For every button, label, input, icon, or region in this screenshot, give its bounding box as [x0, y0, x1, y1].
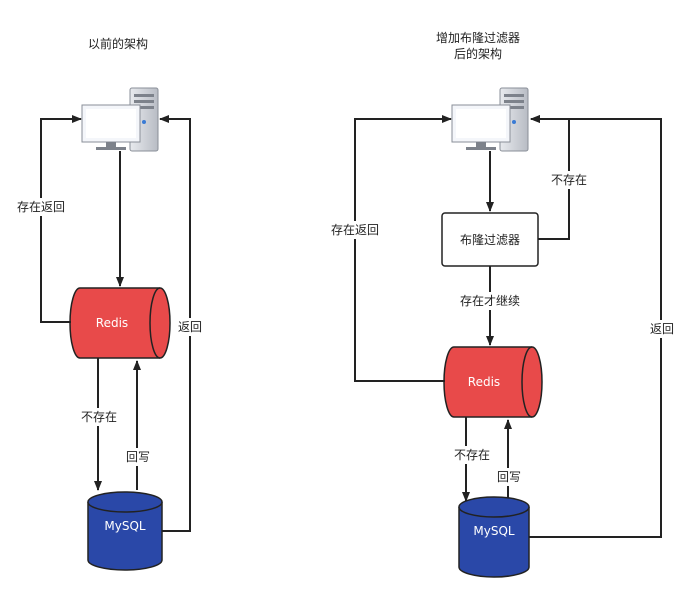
right-label-filter-not-exists: 不存在	[551, 173, 587, 187]
right-bloom-filter-node: 布隆过滤器	[441, 212, 539, 267]
right-label-exists-return: 存在返回	[331, 223, 379, 237]
right-computer-icon	[451, 87, 529, 152]
right-bloom-filter-label: 布隆过滤器	[460, 232, 520, 247]
left-label-exists-return: 存在返回	[17, 200, 65, 214]
left-diagram: 以前的架构 Redis 存在返回 不存在	[12, 36, 206, 571]
right-label-not-exists: 不存在	[454, 448, 490, 462]
left-title: 以前的架构	[88, 36, 148, 51]
left-mysql-label: MySQL	[104, 519, 146, 533]
right-label-exists-continue: 存在才继续	[460, 294, 520, 308]
right-title-line2: 后的架构	[454, 46, 502, 61]
left-label-return: 返回	[178, 320, 202, 334]
left-label-not-exists: 不存在	[81, 410, 117, 424]
right-title-line1: 增加布隆过滤器	[436, 30, 520, 45]
left-edge-exists-return	[40, 115, 82, 323]
right-label-write-back: 回写	[497, 470, 521, 484]
right-mysql-node: MySQL	[458, 496, 530, 578]
left-redis-node: Redis	[69, 287, 171, 359]
right-label-return: 返回	[650, 322, 674, 336]
left-mysql-node: MySQL	[87, 491, 163, 571]
right-mysql-label: MySQL	[473, 524, 515, 538]
left-redis-label: Redis	[96, 316, 128, 330]
right-redis-label: Redis	[468, 375, 500, 389]
left-computer-icon	[81, 87, 159, 152]
left-label-write-back: 回写	[126, 450, 150, 464]
right-edge-exists-return	[354, 115, 452, 382]
right-diagram: 增加布隆过滤器 后的架构 布隆过滤器 不存在 存在才继续	[326, 30, 677, 578]
right-redis-node: Redis	[443, 346, 543, 418]
